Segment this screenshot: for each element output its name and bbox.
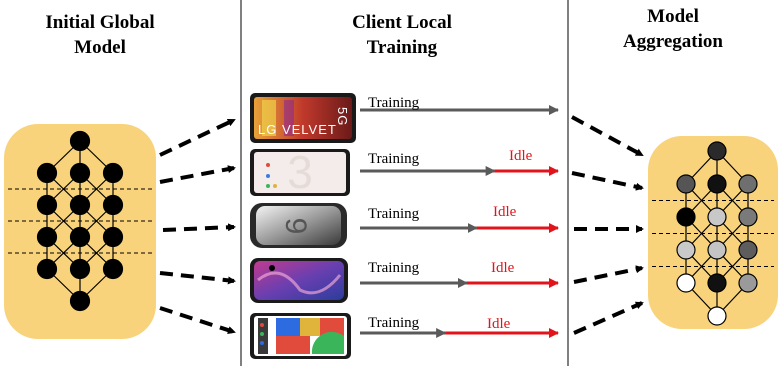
initial-model-node [36, 258, 58, 280]
initial-model-node [69, 290, 91, 312]
initial-model-node [102, 226, 124, 248]
header-initial-line1: Initial Global [45, 12, 154, 33]
aggregated-model-node [738, 240, 758, 260]
initial-model-node [69, 194, 91, 216]
training-label-2: Training [368, 151, 420, 167]
header-client-line1: Client Local [352, 12, 452, 33]
broadcast-arrow-3 [162, 223, 236, 232]
upload-arrow-5 [573, 301, 644, 335]
initial-model-node [36, 194, 58, 216]
aggregated-model-background [648, 136, 778, 329]
initial-model-node [69, 258, 91, 280]
device-label-lg: LG VELVET [258, 122, 337, 137]
training-label-1: Training [368, 95, 420, 111]
initial-model-node [102, 162, 124, 184]
idle-label-3: Idle [493, 204, 517, 220]
aggregated-model-node [738, 273, 758, 293]
idle-label-5: Idle [487, 316, 511, 332]
upload-arrow-2 [571, 171, 644, 191]
initial-global-model [4, 124, 156, 339]
device-pixel-5 [250, 313, 351, 359]
broadcast-arrows [159, 118, 236, 334]
initial-model-node [69, 130, 91, 152]
aggregated-model-node [707, 141, 727, 161]
aggregated-model-node [707, 174, 727, 194]
aggregated-model-node [707, 207, 727, 227]
aggregated-model-node [676, 174, 696, 194]
device-lg-velvet: LG VELVET 5G [250, 93, 356, 143]
aggregated-model-node [676, 207, 696, 227]
broadcast-arrow-5 [159, 306, 236, 334]
training-label-4: Training [368, 260, 420, 276]
aggregated-model-node [738, 207, 758, 227]
device-galaxy-s10 [250, 258, 348, 303]
initial-model-node [102, 258, 124, 280]
device-galaxy-s9: 9 [250, 203, 347, 248]
upload-arrow-4 [573, 265, 644, 284]
aggregated-model-node [676, 240, 696, 260]
aggregated-model-node [676, 273, 696, 293]
training-timelines [360, 105, 559, 338]
broadcast-arrow-1 [159, 118, 236, 157]
training-label-3: Training [368, 206, 420, 222]
upload-arrows [571, 115, 644, 335]
aggregated-model-node [707, 240, 727, 260]
initial-model-node [69, 226, 91, 248]
header-aggregation-line2: Aggregation [623, 31, 723, 52]
header-initial-line2: Model [74, 37, 126, 58]
idle-label-2: Idle [509, 148, 533, 164]
upload-arrow-1 [571, 115, 644, 157]
device-pixel-3: 3 [250, 146, 350, 198]
s9-wallpaper-digit: 9 [279, 218, 312, 235]
initial-model-node [36, 226, 58, 248]
broadcast-arrow-4 [159, 271, 236, 285]
header-aggregation-line1: Model [647, 6, 699, 27]
initial-model-node [102, 194, 124, 216]
header-client-line2: Training [367, 37, 438, 58]
initial-model-node [69, 162, 91, 184]
pixel3-wallpaper-digit: 3 [287, 146, 313, 198]
broadcast-arrow-2 [159, 165, 236, 184]
device-badge-lg: 5G [335, 107, 350, 126]
aggregated-model-node [707, 306, 727, 326]
initial-model-node [36, 162, 58, 184]
aggregated-model [648, 136, 778, 329]
idle-label-4: Idle [491, 260, 515, 276]
aggregated-model-node [738, 174, 758, 194]
aggregated-model-node [707, 273, 727, 293]
training-label-5: Training [368, 315, 420, 331]
